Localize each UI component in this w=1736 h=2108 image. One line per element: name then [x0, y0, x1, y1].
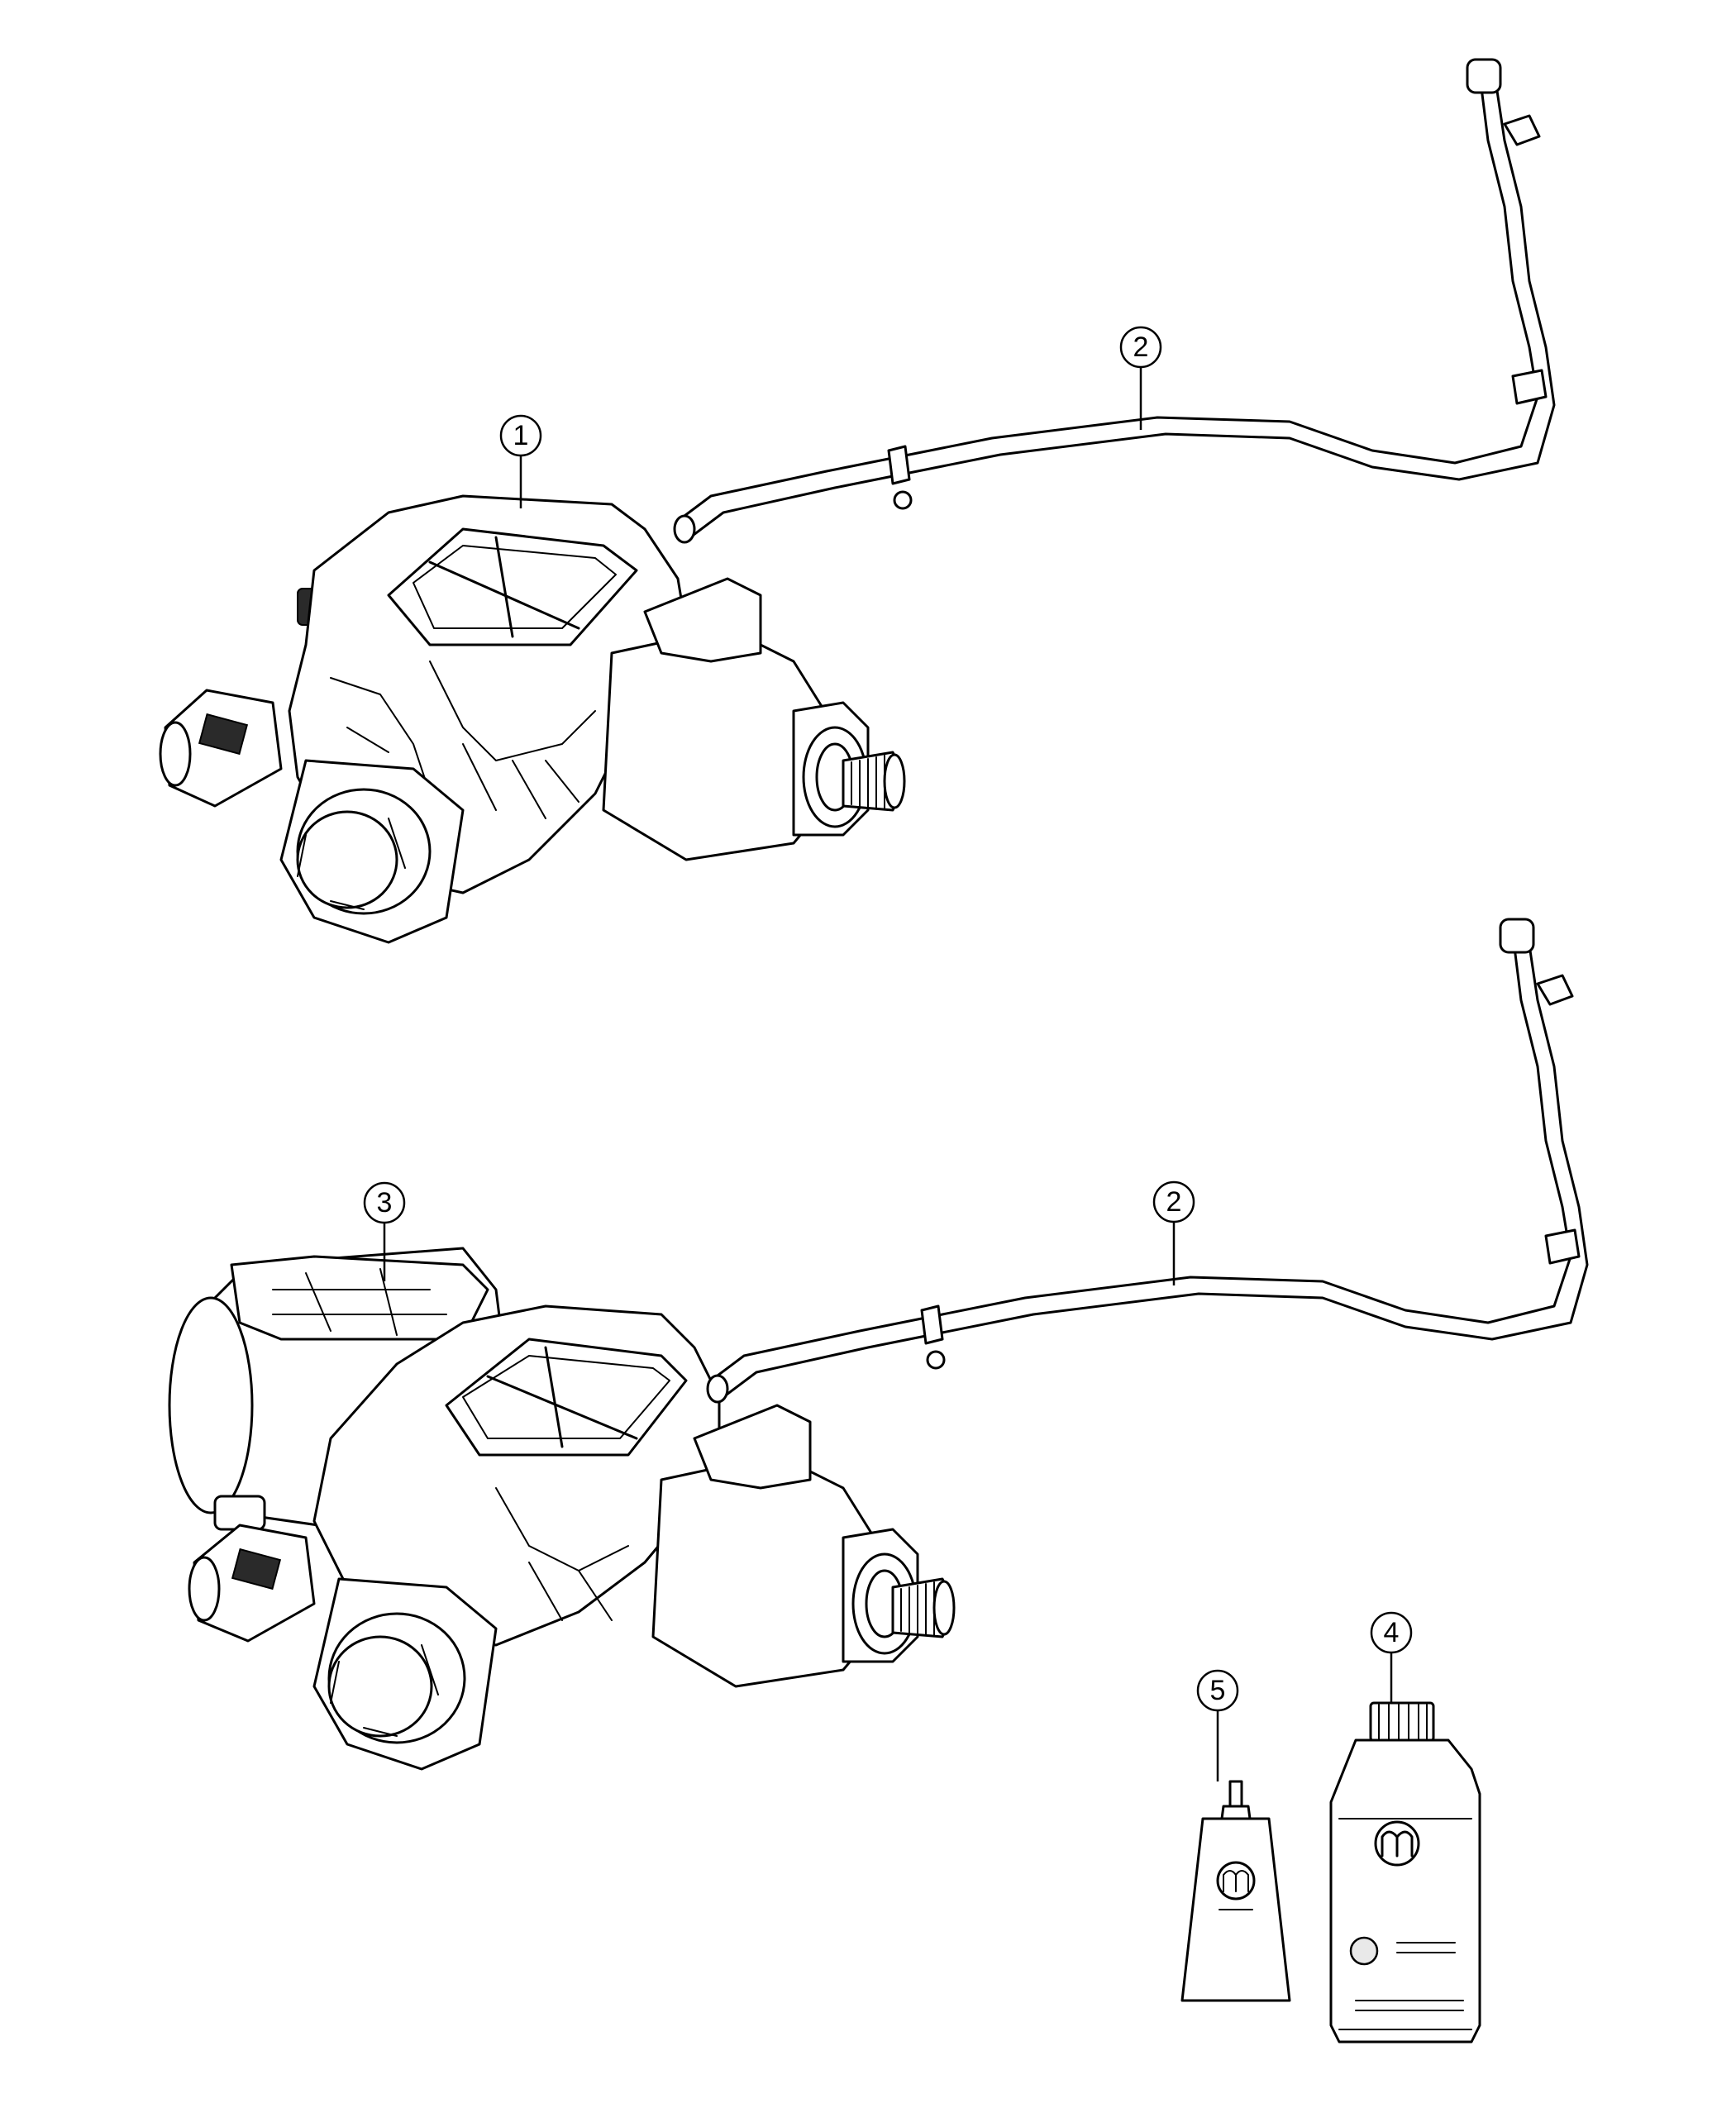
- callout-2-upper: 2: [1119, 326, 1162, 430]
- vent-tube-1: [673, 58, 1556, 544]
- transfer-case-3: [168, 1247, 956, 1771]
- callout-2-upper-label: 2: [1133, 331, 1149, 363]
- callout-3-label: 3: [377, 1187, 393, 1219]
- callout-4: 4: [1370, 1611, 1413, 1703]
- callout-1: 1: [499, 414, 542, 508]
- callout-2-lower-label: 2: [1166, 1186, 1182, 1218]
- callout-5: 5: [1196, 1669, 1239, 1781]
- sealant-tube: [1180, 1780, 1291, 2002]
- callout-3: 3: [363, 1181, 406, 1281]
- transfer-case-1: [159, 494, 906, 944]
- callout-5-label: 5: [1210, 1675, 1226, 1706]
- vent-tube-2: [706, 918, 1589, 1404]
- callout-1-label: 1: [513, 420, 529, 451]
- callout-2-lower: 2: [1152, 1180, 1195, 1285]
- fluid-bottle: [1329, 1701, 1481, 2044]
- callout-4-label: 4: [1384, 1617, 1400, 1648]
